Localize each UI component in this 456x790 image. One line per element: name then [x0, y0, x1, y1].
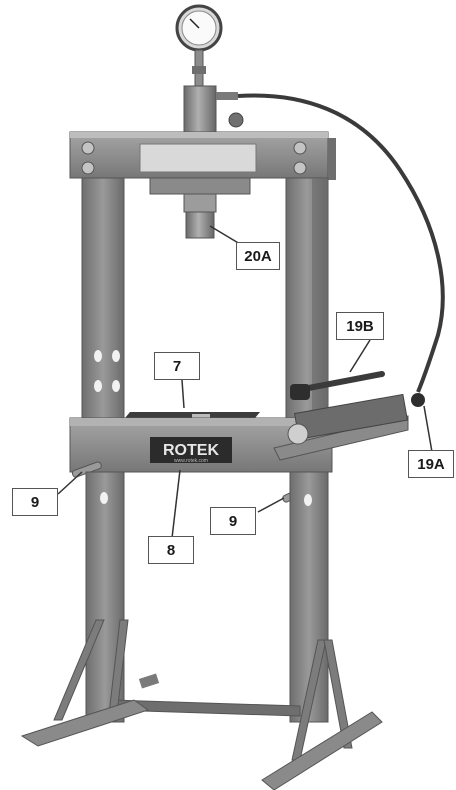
- legs: [20, 619, 383, 790]
- hydraulic-hose: [237, 93, 445, 393]
- callout-8: 8: [148, 536, 194, 564]
- top-beam: [69, 131, 336, 180]
- pump-handle: [295, 371, 385, 393]
- warning-label: [139, 143, 257, 173]
- rotek-logo-text: ROTEK: [163, 442, 219, 459]
- bed-beam: ROTEK www.rotek.com: [69, 417, 333, 473]
- rotek-logo-subtext: www.rotek.com: [174, 458, 208, 464]
- callout-7: 7: [154, 352, 200, 380]
- hydraulic-pump: [273, 371, 425, 461]
- top-cylinder: [183, 85, 244, 133]
- ram-piston: [149, 177, 251, 239]
- pressure-gauge: [175, 4, 223, 87]
- callout-19B: 19B: [336, 312, 384, 340]
- callout-9-right: 9: [210, 507, 256, 535]
- callout-20A: 20A: [236, 242, 280, 270]
- leader-lines: [57, 225, 433, 539]
- callout-19A: 19A: [408, 450, 454, 478]
- left-upper-column: [81, 177, 125, 419]
- rotek-logo-plate: [150, 437, 232, 463]
- callout-9-left: 9: [12, 488, 58, 516]
